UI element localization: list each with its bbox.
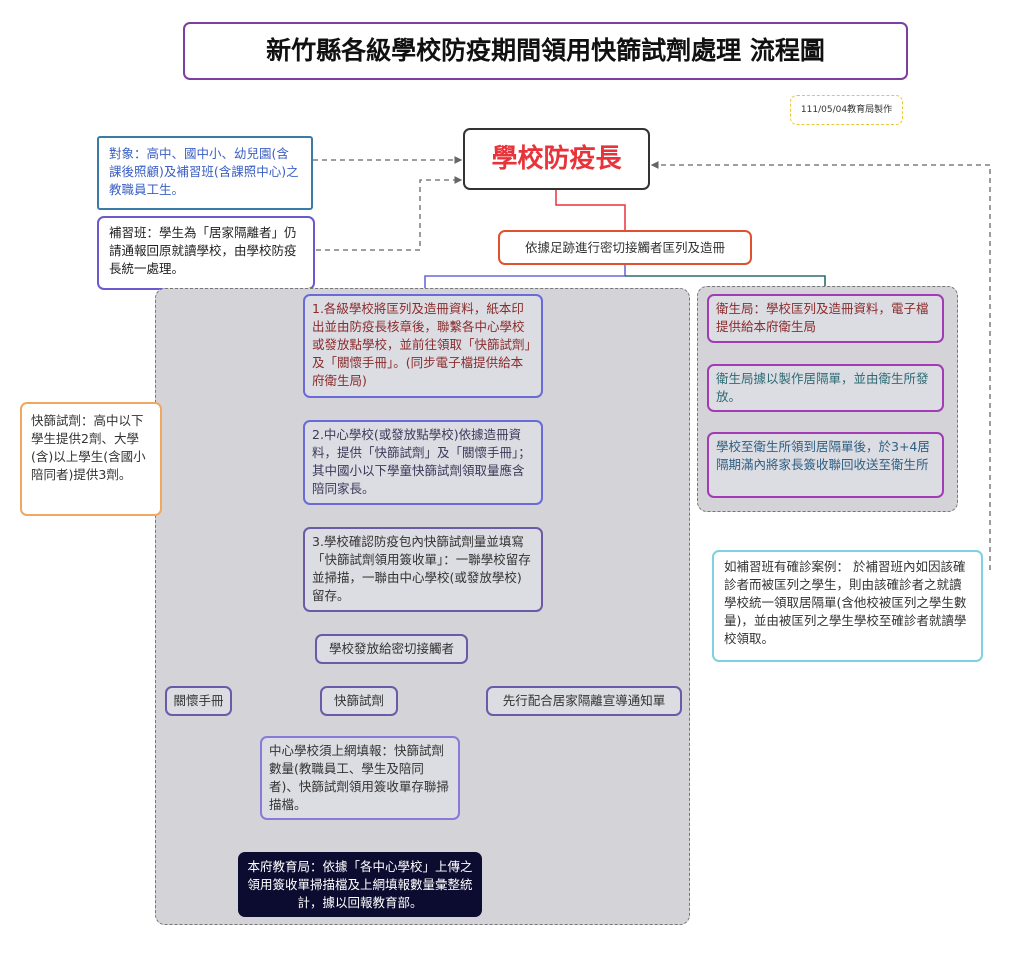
health-step-2: 衛生局據以製作居隔單，並由衛生所發放。	[707, 364, 944, 412]
distribute-node: 學校發放給密切接觸者	[315, 634, 468, 664]
item-rapid-test: 快篩試劑	[320, 686, 398, 716]
report-node: 中心學校須上網填報：快篩試劑數量(教職員工、學生及陪同者)、快篩試劑領用簽收單存…	[260, 736, 460, 820]
kit-note: 快篩試劑：高中以下學生提供2劑、大學(含)以上學生(含國小陪同者)提供3劑。	[20, 402, 162, 516]
step0-node: 依據足跡進行密切接觸者匡列及造冊	[498, 230, 752, 265]
page-title: 新竹縣各級學校防疫期間領用快篩試劑處理 流程圖	[183, 22, 908, 80]
item-care-booklet: 關懷手冊	[165, 686, 232, 716]
final-node: 本府教育局：依據「各中心學校」上傳之領用簽收單掃描檔及上網填報數量彙整統計，據以…	[238, 852, 482, 917]
school-step-2: 2.中心學校(或發放點學校)依據造冊資料，提供「快篩試劑」及「關懷手冊」；其中國…	[303, 420, 543, 505]
dashed-arrow-case	[650, 161, 991, 570]
school-step-1: 1.各級學校將匡列及造冊資料，紙本印出並由防疫長核章後，聯繫各中心學校或發放點學…	[303, 294, 543, 398]
case-note: 如補習班有確診案例： 於補習班內如因該確診者而被匡列之學生，則由該確診者之就讀學…	[712, 550, 983, 662]
target-note: 對象：高中、國中小、幼兒園(含課後照顧)及補習班(含課照中心)之教職員工生。	[97, 136, 313, 210]
date-note: 111/05/04教育局製作	[790, 95, 903, 125]
root-node: 學校防疫長	[463, 128, 650, 190]
health-step-3: 學校至衛生所領到居隔單後，於3+4居隔期滿內將家長簽收聯回收送至衛生所	[707, 432, 944, 498]
school-step-3: 3.學校確認防疫包內快篩試劑量並填寫「快篩試劑領用簽收單」：一聯學校留存並掃描，…	[303, 527, 543, 612]
item-isolation-notice: 先行配合居家隔離宣導通知單	[486, 686, 682, 716]
health-step-1: 衛生局：學校匡列及造冊資料，電子檔提供給本府衛生局	[707, 294, 944, 343]
cram-note: 補習班：學生為「居家隔離者」仍請通報回原就讀學校，由學校防疫長統一處理。	[97, 216, 315, 290]
dashed-arrow-cram	[316, 176, 463, 251]
